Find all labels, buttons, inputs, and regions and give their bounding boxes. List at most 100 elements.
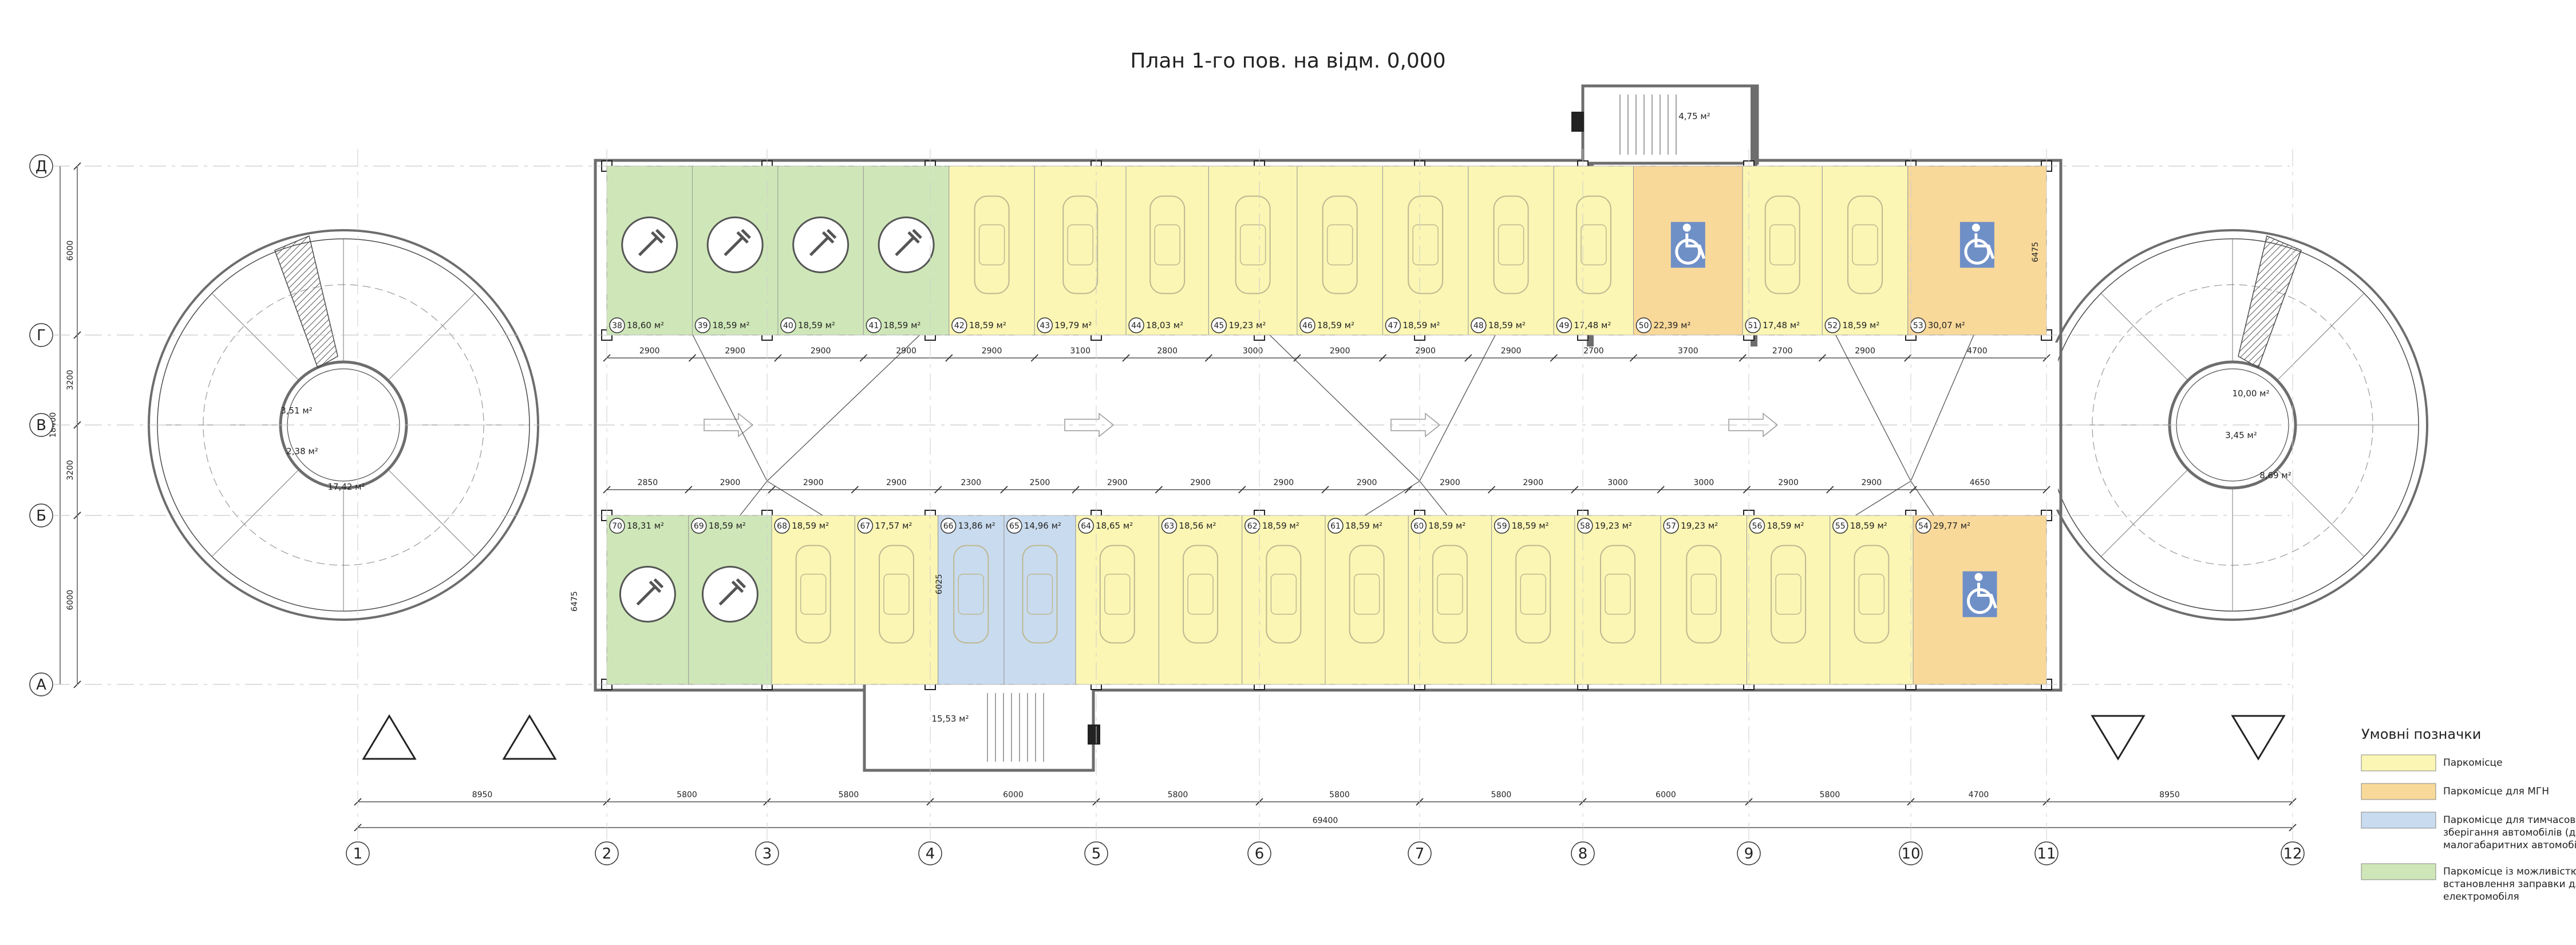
space-area: 19,23 м² xyxy=(1595,521,1632,531)
wheelchair-frame-icon xyxy=(1977,582,1997,609)
column-axis-label: 3 xyxy=(762,845,772,863)
space-area: 30,07 м² xyxy=(1928,320,1965,330)
dimension-label: 3000 xyxy=(1693,478,1714,487)
dimension-label: 5800 xyxy=(839,790,859,800)
car-outline-icon xyxy=(879,545,915,644)
room-area-label: 10,00 м² xyxy=(2232,388,2269,399)
space-number-badge xyxy=(1211,317,1227,333)
aisle-arrow xyxy=(704,412,754,438)
car-roof-icon xyxy=(1353,573,1380,615)
dimension-label: 2900 xyxy=(1274,478,1294,487)
car-roof-icon xyxy=(1067,224,1093,266)
space-area: 18,59 м² xyxy=(1402,320,1440,330)
space-number-badge xyxy=(1411,518,1427,534)
dimension-tick xyxy=(1657,486,1665,494)
plan-title: План 1-го пов. на відм. 0,000 xyxy=(1130,49,1445,73)
space-number-badge xyxy=(1471,317,1487,333)
car-outline-icon xyxy=(1349,545,1385,644)
car-outline-icon xyxy=(1235,195,1271,294)
space-number-badge xyxy=(1494,518,1510,534)
dimension-label: 2300 xyxy=(961,478,981,487)
column-axis-label: 10 xyxy=(1901,845,1920,863)
dimension-label: 6475 xyxy=(2031,242,2040,262)
dimension-tick xyxy=(2042,486,2050,494)
space-fill-yellow xyxy=(1742,166,1823,336)
space-number-badge xyxy=(1745,317,1761,333)
space-number-badge xyxy=(1749,518,1765,534)
legend-swatch xyxy=(2361,863,2436,880)
space-area: 18,59 м² xyxy=(1262,521,1299,531)
row-axis-label: Д xyxy=(35,158,47,175)
space-fill-yellow xyxy=(1830,515,1914,685)
car-outline-icon xyxy=(1322,195,1358,294)
legend-item: Паркомісце для тимчасовогозберігання авт… xyxy=(2361,812,2576,851)
car-outline-icon xyxy=(1183,545,1219,644)
dimension-tick xyxy=(1321,486,1329,494)
car-roof-icon xyxy=(1690,573,1717,615)
column-axis-label: 1 xyxy=(353,845,363,863)
room-area-label: 8,69 м² xyxy=(2259,470,2291,481)
car-outline-icon xyxy=(953,545,989,644)
space-fill-yellow xyxy=(1408,515,1492,685)
plug-icon xyxy=(638,229,666,257)
legend-label-line: Паркомісце для МГН xyxy=(2443,786,2549,797)
dimension-label: 3100 xyxy=(1070,346,1091,356)
car-roof-icon xyxy=(1270,573,1297,615)
space-number-badge xyxy=(1556,317,1573,333)
space-number-badge xyxy=(1299,317,1315,333)
dimension-label: 2900 xyxy=(725,346,745,356)
space-number-badge xyxy=(1635,317,1652,333)
space-number: 63 xyxy=(1164,522,1175,531)
exit-triangle-icon xyxy=(2231,715,2286,761)
dimension-label: 4700 xyxy=(1969,790,1989,800)
car-roof-icon xyxy=(1852,224,1878,266)
dimension-label: 6025 xyxy=(935,574,944,594)
dimension-tick xyxy=(1487,486,1496,494)
space-area: 18,59 м² xyxy=(712,320,749,330)
legend-swatch xyxy=(2361,812,2436,829)
space-number: 44 xyxy=(1131,321,1141,330)
room-area-label: 2,38 м² xyxy=(286,446,318,456)
space-number: 64 xyxy=(1081,522,1091,531)
car-roof-icon xyxy=(1769,224,1796,266)
dimension-tick xyxy=(1743,486,1751,494)
dimension-label: 2900 xyxy=(886,478,907,487)
space-fill-yellow xyxy=(854,515,939,685)
dimension-label: 2900 xyxy=(1440,478,1460,487)
dimension-label: 2900 xyxy=(1357,478,1377,487)
space-number: 48 xyxy=(1473,321,1484,330)
space-number: 53 xyxy=(1913,321,1923,330)
space-number-badge xyxy=(1915,518,1931,534)
tower-spoke xyxy=(388,293,476,380)
space-number-badge xyxy=(691,518,707,534)
space-number-badge xyxy=(1161,518,1178,534)
dimension-label: 5800 xyxy=(1329,790,1350,800)
space-number-badge xyxy=(866,317,882,333)
dimension-label: 2900 xyxy=(639,346,660,356)
row-axis-label: А xyxy=(36,676,46,694)
space-number-badge xyxy=(1663,518,1679,534)
tower-spoke xyxy=(2100,293,2188,380)
dimension-label: 6000 xyxy=(66,590,75,611)
car-roof-icon xyxy=(978,224,1005,266)
car-roof-icon xyxy=(1187,573,1214,615)
dimension-label: 2900 xyxy=(1501,346,1522,356)
column-axis-bubble xyxy=(1571,841,1595,865)
